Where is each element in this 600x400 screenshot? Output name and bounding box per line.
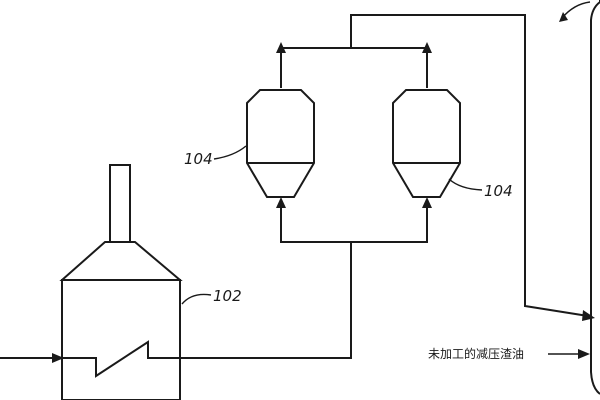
coke-drum-left-shell — [246, 89, 315, 198]
fractionator-column — [590, 0, 600, 395]
overhead-header — [280, 47, 428, 88]
furnace-stack — [109, 164, 131, 243]
furnace — [59, 164, 183, 400]
coke-drum-right — [392, 89, 461, 198]
coke-drum-right-shell — [392, 89, 461, 198]
coke-drum-left — [246, 89, 315, 198]
furnace-body — [61, 279, 181, 400]
furnace-coil — [62, 340, 180, 378]
drum-right-ref-leader — [448, 178, 483, 191]
right-drum-feed-arrow — [422, 197, 432, 208]
inlet-arrow — [52, 353, 64, 363]
vapor-to-column-arrow — [582, 310, 595, 321]
furnace-ref-leader — [181, 293, 212, 305]
furnace-hood — [59, 241, 183, 281]
feed-label: 未加工的减压渣油 — [428, 346, 524, 361]
drum-left-ref-label: 104 — [184, 150, 213, 168]
drum-right-ref-label: 104 — [484, 182, 513, 200]
left-drum-feed-arrow — [276, 197, 286, 208]
drum-left-ref-leader — [213, 145, 247, 160]
column-curved-arrow — [561, 1, 591, 19]
right-overhead-arrow — [422, 42, 432, 53]
vapor-to-column-line — [350, 14, 589, 317]
column-curved-arrow-head — [559, 12, 568, 22]
feed-arrow — [578, 349, 590, 359]
left-overhead-arrow — [276, 42, 286, 53]
drum-feed-manifold — [280, 203, 428, 243]
furnace-ref-label: 102 — [213, 287, 242, 305]
furnace-outlet-line — [180, 242, 352, 359]
